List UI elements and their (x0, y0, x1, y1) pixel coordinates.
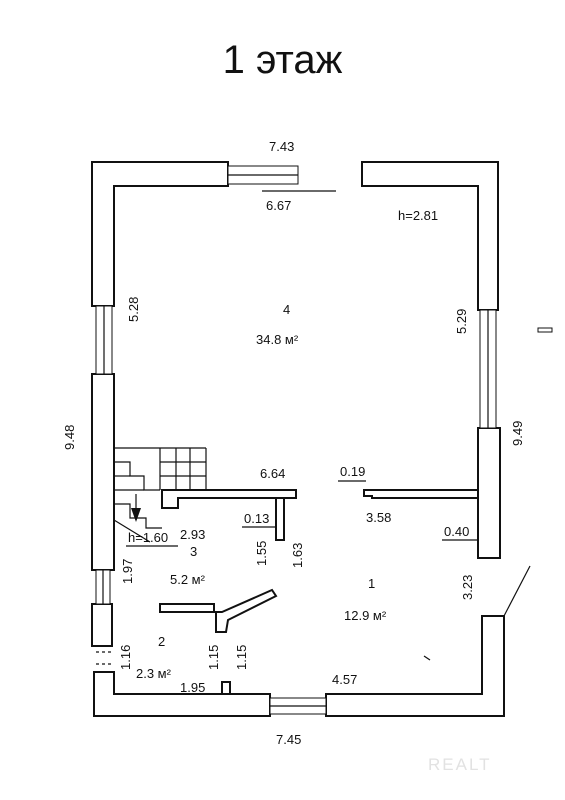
dim-room2-width: 1.95 (180, 680, 205, 695)
room-3-number: 3 (190, 544, 197, 559)
dim-right-lower: 3.23 (460, 575, 475, 600)
wall-right-mid (477, 427, 501, 559)
room-3-area: 5.2 м² (170, 572, 206, 587)
dim-left-lower: 1.16 (118, 645, 133, 670)
partition-mid (161, 489, 297, 509)
watermark-logo: REALT (428, 755, 492, 774)
wall-top-right (361, 161, 499, 311)
stair-arrow (131, 508, 141, 522)
dim-room2-a: 1.15 (206, 645, 221, 670)
room-2-area: 2.3 м² (136, 666, 172, 681)
dim-left-upper: 5.28 (126, 297, 141, 322)
dim-right-stub: 0.40 (444, 524, 469, 539)
wall-left-mid (91, 373, 115, 571)
partition-lower (159, 588, 278, 633)
dim-stair-h: h=1.60 (128, 530, 168, 545)
dim-top-inner: 6.67 (266, 198, 291, 213)
dim-right-upper: 5.29 (454, 309, 469, 334)
dim-room3-width: 2.93 (180, 527, 205, 542)
staircase (113, 447, 207, 543)
dim-bottom-inner: 4.57 (332, 672, 357, 687)
dim-partition-stub: 0.19 (340, 464, 365, 479)
interior-walls (159, 489, 479, 695)
wall-bottom-right (325, 615, 505, 717)
small-pillar (221, 681, 231, 695)
exterior-walls (91, 161, 505, 717)
dim-bottom-outer: 7.45 (276, 732, 301, 747)
windows (95, 165, 497, 715)
dim-room1-top: 3.58 (366, 510, 391, 525)
door-swing (503, 565, 531, 617)
wall-left-small (91, 603, 113, 647)
ceiling-height: h=2.81 (398, 208, 438, 223)
page-title: 1 этаж (222, 38, 343, 82)
dim-left-outer: 9.48 (62, 425, 77, 450)
room-4-number: 4 (283, 302, 290, 317)
partition-right (363, 489, 479, 499)
wall-top-left (91, 161, 229, 307)
room-1-area: 12.9 м² (344, 608, 387, 623)
dim-mid-partition: 6.64 (260, 466, 285, 481)
room-4-area: 34.8 м² (256, 332, 299, 347)
room-1-number: 1 (368, 576, 375, 591)
dim-closet-a: 1.55 (254, 541, 269, 566)
dim-top-outer: 7.43 (269, 139, 294, 154)
dim-room3-height: 1.97 (120, 559, 135, 584)
dim-room2-b: 1.15 (234, 645, 249, 670)
dim-closet-b: 1.63 (290, 543, 305, 568)
dim-closet-depth: 0.13 (244, 511, 269, 526)
wall-bottom-left (93, 671, 271, 717)
room-2-number: 2 (158, 634, 165, 649)
closet-wall (275, 497, 285, 541)
dim-right-outer: 9.49 (510, 421, 525, 446)
